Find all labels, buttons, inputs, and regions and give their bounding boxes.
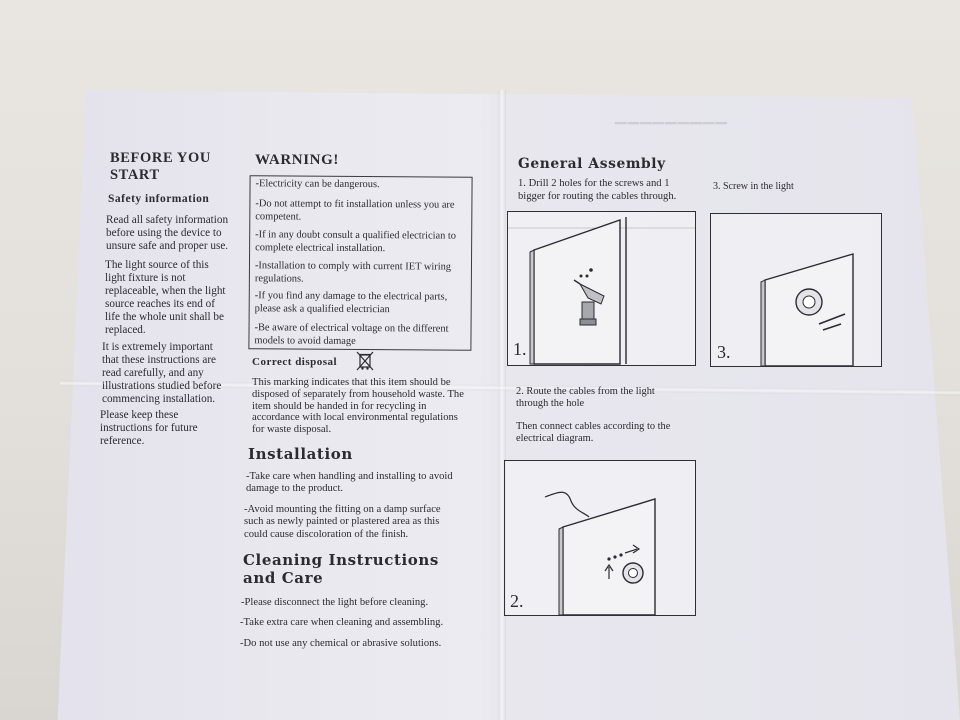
safety-information-heading: Safety information	[108, 193, 210, 205]
cleaning-item: -Do not use any chemical or abrasive sol…	[240, 638, 442, 649]
safety-paragraph-4: Please keep these instructions for futur…	[100, 409, 198, 447]
step-2-text: 2. Route the cables from the light throu…	[516, 386, 655, 410]
cleaning-heading: Cleaning Instructions and Care	[243, 551, 439, 587]
step-3-text: 3. Screw in the light	[713, 181, 794, 192]
installation-item: -Avoid mounting the fitting on a damp su…	[244, 504, 441, 540]
panel-number: 2.	[510, 591, 524, 611]
cleaning-item: -Take extra care when cleaning and assem…	[240, 617, 444, 628]
panel-number: 1.	[513, 339, 527, 359]
installation-item: -Take care when handling and installing …	[246, 471, 453, 495]
general-assembly-title: General Assembly	[518, 156, 666, 172]
step-3-illustration: 3.	[710, 213, 882, 367]
warning-item: -Installation to comply with current IET…	[254, 260, 452, 285]
before-you-start-title: BEFORE YOU START	[110, 150, 211, 183]
step-2-connect-text: Then connect cables according to the ele…	[516, 421, 671, 445]
warning-item: -If you find any damage to the electrica…	[254, 290, 448, 315]
crossed-out-bin-icon	[356, 351, 374, 371]
bleed-through-mark: ▔▔▔▔▔▔▔▔▔	[614, 123, 727, 140]
warning-box: -Electricity can be dangerous. -Do not a…	[248, 175, 473, 351]
warning-item: -If in any doubt consult a qualified ele…	[255, 229, 457, 254]
warning-title: WARNING!	[255, 152, 339, 168]
vertical-fold	[498, 90, 506, 720]
correct-disposal-heading: Correct disposal	[252, 356, 338, 368]
panel-number: 3.	[717, 342, 731, 362]
warning-item: -Electricity can be dangerous.	[255, 178, 380, 191]
safety-paragraph-3: It is extremely important that these ins…	[102, 341, 222, 405]
warning-item: -Be aware of electrical voltage on the d…	[254, 322, 449, 347]
safety-paragraph-2: The light source of this light fixture i…	[105, 259, 226, 336]
step-1-text: 1. Drill 2 holes for the screws and 1 bi…	[518, 178, 677, 202]
step-1-illustration: 1.	[507, 211, 696, 366]
safety-paragraph-1: Read all safety information before using…	[106, 214, 229, 252]
disposal-text: This marking indicates that this item sh…	[252, 377, 464, 436]
cleaning-item: -Please disconnect the light before clea…	[241, 597, 429, 608]
step-2-illustration: 2.	[504, 460, 696, 616]
warning-item: -Do not attempt to fit installation unle…	[255, 198, 455, 223]
installation-heading: Installation	[248, 445, 353, 463]
